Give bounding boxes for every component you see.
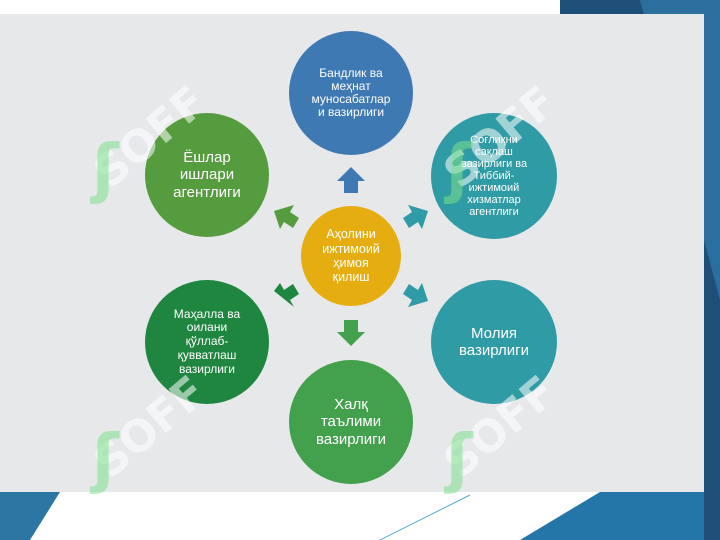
node-education-ministry: Халқ таълими вазирлиги xyxy=(289,360,413,484)
node-employment-ministry: Бандлик ва меҳнат муносабатлар и вазирли… xyxy=(289,31,413,155)
node-finance-ministry: Молия вазирлиги xyxy=(431,280,557,404)
node-center-social-protection: Аҳолини ижтимоий ҳимоя қилиш xyxy=(301,206,401,306)
node-mahalla-ministry: Маҳалла ва оилани қўллаб- қувватлаш вази… xyxy=(145,280,269,404)
node-mahalla-ministry-label: Маҳалла ва оилани қўллаб- қувватлаш вази… xyxy=(173,306,241,376)
center-label: Аҳолини ижтимоий ҳимоя қилиш xyxy=(322,227,380,285)
node-health-ministry: Соғлиқни сақлаш вазирлиги ва Тиббий- ижт… xyxy=(431,113,557,239)
node-youth-agency: Ёшлар ишлари агентлиги xyxy=(145,113,269,237)
node-health-ministry-label: Соғлиқни сақлаш вазирлиги ва Тиббий- ижт… xyxy=(460,133,528,219)
node-education-ministry-label: Халқ таълими вазирлиги xyxy=(315,396,387,448)
node-employment-ministry-label: Бандлик ва меҳнат муносабатлар и вазирли… xyxy=(311,65,391,120)
node-finance-ministry-label: Молия вазирлиги xyxy=(458,324,530,359)
node-youth-agency-label: Ёшлар ишлари агентлиги xyxy=(173,149,241,201)
